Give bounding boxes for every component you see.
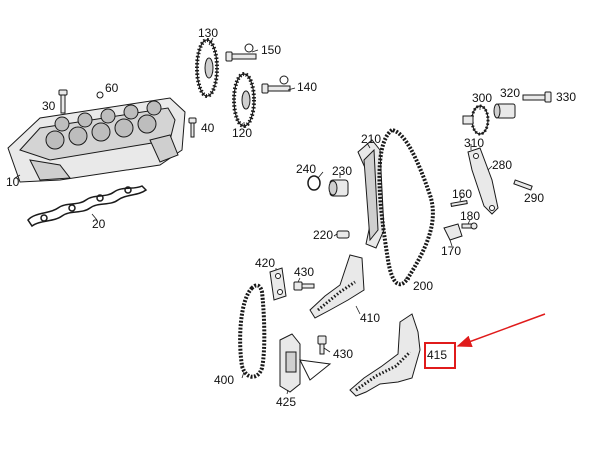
label-120: 120 bbox=[232, 126, 253, 140]
chain-400 bbox=[238, 283, 267, 379]
label-180: 180 bbox=[460, 209, 481, 223]
label-430-lower: 430 bbox=[333, 347, 354, 361]
pin-160 bbox=[450, 200, 468, 207]
label-410: 410 bbox=[360, 311, 381, 325]
pin-290 bbox=[513, 179, 533, 191]
label-430-upper: 430 bbox=[294, 265, 315, 279]
label-140: 140 bbox=[297, 80, 318, 94]
label-230: 230 bbox=[332, 164, 353, 178]
label-415: 415 bbox=[427, 348, 448, 362]
label-300: 300 bbox=[472, 91, 493, 105]
washer-60 bbox=[96, 91, 104, 99]
tensioner-425 bbox=[279, 333, 332, 393]
timing-chain-200 bbox=[377, 127, 435, 287]
gasket-20 bbox=[27, 185, 148, 228]
label-150: 150 bbox=[261, 43, 282, 57]
camshaft-gear-120 bbox=[232, 72, 256, 128]
tensioner-plug-230 bbox=[328, 179, 349, 197]
label-20: 20 bbox=[92, 217, 106, 231]
chain-guide-410 bbox=[309, 254, 365, 319]
label-290: 290 bbox=[524, 191, 545, 205]
label-170: 170 bbox=[441, 244, 462, 258]
label-210: 210 bbox=[361, 132, 382, 146]
bolt-180 bbox=[461, 222, 478, 230]
chain-guide-210 bbox=[357, 139, 385, 249]
guide-block-420 bbox=[269, 267, 287, 301]
highlight-arrow bbox=[456, 313, 546, 347]
label-310: 310 bbox=[464, 136, 485, 150]
seal-ring-240 bbox=[307, 175, 321, 191]
label-130: 130 bbox=[198, 26, 219, 40]
label-420: 420 bbox=[255, 256, 276, 270]
tensioner-170 bbox=[443, 223, 463, 241]
label-400: 400 bbox=[214, 373, 235, 387]
label-10: 10 bbox=[6, 175, 20, 189]
bolt-150 bbox=[225, 43, 257, 62]
bolt-330 bbox=[522, 91, 552, 103]
label-60: 60 bbox=[105, 81, 119, 95]
camshaft-gear-130 bbox=[195, 38, 219, 98]
label-240: 240 bbox=[296, 162, 317, 176]
label-200: 200 bbox=[413, 279, 434, 293]
pin-220 bbox=[336, 230, 350, 239]
label-30: 30 bbox=[42, 99, 56, 113]
label-160: 160 bbox=[452, 187, 473, 201]
label-280: 280 bbox=[492, 158, 513, 172]
bolt-140 bbox=[261, 75, 291, 94]
label-40: 40 bbox=[201, 121, 215, 135]
label-425: 425 bbox=[276, 395, 297, 409]
chain-guide-415 bbox=[349, 313, 421, 397]
highlight-box-415 bbox=[424, 342, 456, 369]
cylinder-head-assembly bbox=[7, 97, 186, 183]
bolt-430-lower bbox=[317, 335, 327, 355]
sprocket-300 bbox=[462, 104, 490, 136]
label-330: 330 bbox=[556, 90, 577, 104]
label-220: 220 bbox=[313, 228, 334, 242]
label-320: 320 bbox=[500, 86, 521, 100]
bolt-40 bbox=[188, 117, 197, 138]
spacer-320 bbox=[493, 103, 516, 119]
chain-guide-280 bbox=[467, 147, 499, 215]
leader-lines bbox=[14, 37, 493, 395]
bolt-30 bbox=[58, 89, 68, 114]
bolt-430-upper bbox=[293, 281, 315, 291]
